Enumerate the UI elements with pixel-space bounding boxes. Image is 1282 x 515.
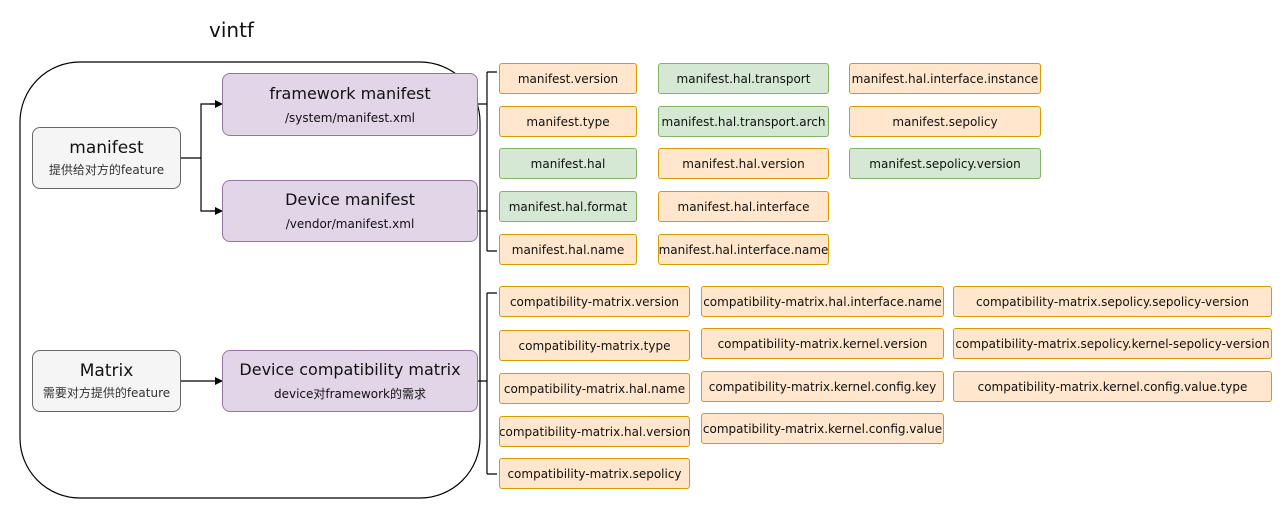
matrix-field-box: compatibility-matrix.kernel.config.key xyxy=(701,371,944,402)
matrix-bracket xyxy=(478,292,497,475)
matrix-field-box: compatibility-matrix.sepolicy.sepolicy-v… xyxy=(953,286,1272,317)
diagram-title: vintf xyxy=(209,18,254,42)
manifest-field-box: manifest.version xyxy=(499,63,637,94)
matrix-field-box: compatibility-matrix.kernel.version xyxy=(701,328,944,359)
manifest-node: manifest 提供给对方的feature xyxy=(32,127,181,189)
manifest-field-box: manifest.type xyxy=(499,106,637,137)
matrix-field-box: compatibility-matrix.hal.interface.name xyxy=(701,286,944,317)
manifest-field-box: manifest.sepolicy xyxy=(849,106,1041,137)
matrix-field-box: compatibility-matrix.kernel.config.value… xyxy=(953,371,1272,402)
manifest-node-desc: 提供给对方的feature xyxy=(48,163,165,177)
vintf-container xyxy=(19,61,481,499)
matrix-field-box: compatibility-matrix.sepolicy xyxy=(499,458,690,489)
matrix-node-name: Matrix xyxy=(79,361,134,381)
framework-manifest-path: /system/manifest.xml xyxy=(285,110,415,125)
manifest-bracket xyxy=(478,71,497,252)
manifest-field-box: manifest.sepolicy.version xyxy=(849,148,1041,179)
manifest-field-box: manifest.hal.interface xyxy=(658,191,829,222)
manifest-field-box: manifest.hal.name xyxy=(499,234,637,265)
manifest-field-box: manifest.hal.format xyxy=(499,191,637,222)
matrix-field-box: compatibility-matrix.version xyxy=(499,286,690,317)
framework-manifest-node: framework manifest /system/manifest.xml xyxy=(222,73,478,136)
compat-matrix-desc: device对framework的需求 xyxy=(273,387,427,401)
compat-matrix-name: Device compatibility matrix xyxy=(239,360,461,379)
manifest-field-box: manifest.hal.transport xyxy=(658,63,829,94)
matrix-field-box: compatibility-matrix.type xyxy=(499,330,690,361)
manifest-field-box: manifest.hal.interface.instance xyxy=(849,63,1041,94)
compat-matrix-node: Device compatibility matrix device对frame… xyxy=(222,350,478,412)
matrix-field-box: compatibility-matrix.hal.version xyxy=(499,416,690,447)
manifest-field-box: manifest.hal xyxy=(499,148,637,179)
framework-manifest-name: framework manifest xyxy=(269,83,431,103)
matrix-field-box: compatibility-matrix.kernel.config.value xyxy=(701,413,944,444)
matrix-field-box: compatibility-matrix.sepolicy.kernel-sep… xyxy=(953,328,1272,359)
device-manifest-name: Device manifest xyxy=(285,190,415,209)
manifest-node-name: manifest xyxy=(69,138,144,158)
device-manifest-node: Device manifest /vendor/manifest.xml xyxy=(222,180,478,242)
manifest-field-box: manifest.hal.interface.name xyxy=(658,234,829,265)
device-manifest-path: /vendor/manifest.xml xyxy=(285,217,415,231)
manifest-field-box: manifest.hal.transport.arch xyxy=(658,106,829,137)
manifest-connector xyxy=(181,103,220,212)
matrix-field-box: compatibility-matrix.hal.name xyxy=(499,373,690,404)
matrix-node: Matrix 需要对方提供的feature xyxy=(32,350,181,412)
manifest-field-box: manifest.hal.version xyxy=(658,148,829,179)
matrix-node-desc: 需要对方提供的feature xyxy=(42,386,171,400)
